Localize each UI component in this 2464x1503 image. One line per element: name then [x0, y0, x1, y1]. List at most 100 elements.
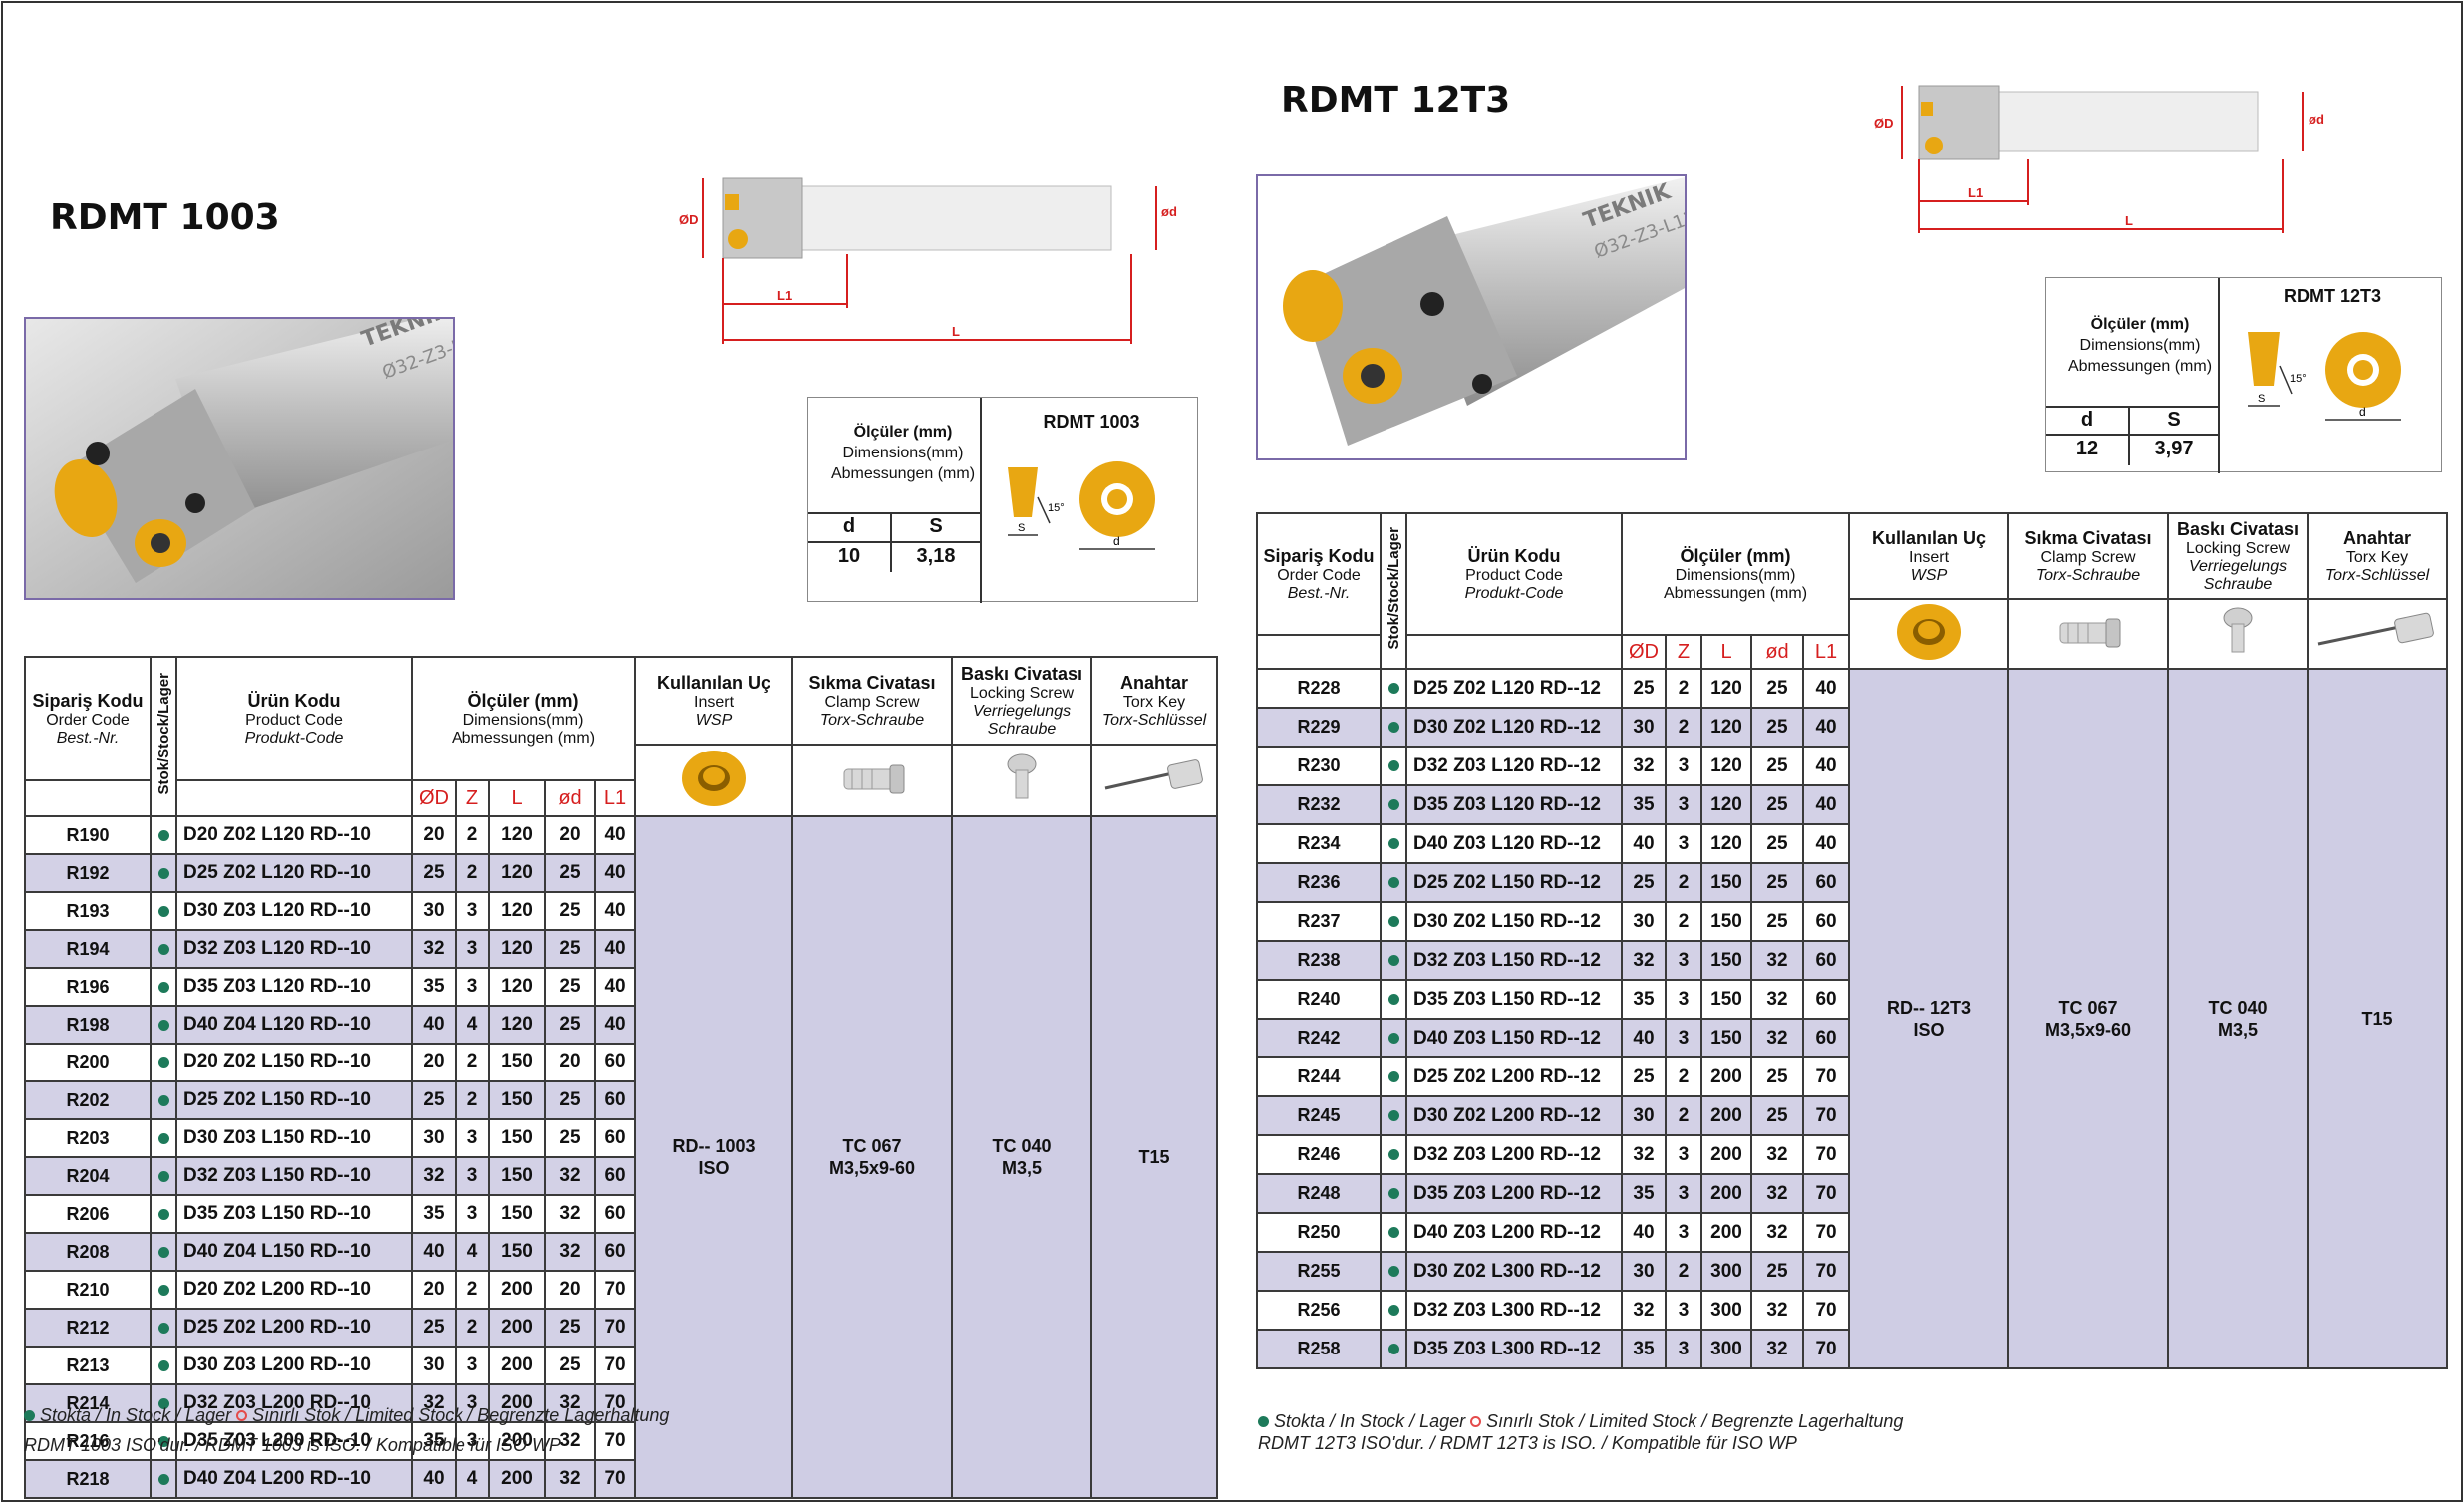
- stock-cell: [150, 1308, 177, 1348]
- dim-L1-cell: 60: [1801, 940, 1851, 981]
- dim-L1-cell: 70: [1801, 1329, 1851, 1369]
- dim-L-cell: 300: [1700, 1290, 1752, 1331]
- dim-od-cell: 32: [544, 1232, 596, 1272]
- spec-text: RD-- 12T3: [1887, 998, 1972, 1018]
- product-code-cell: D40 Z04 L150 RD--10: [175, 1232, 413, 1272]
- insert-icon: [1848, 598, 2010, 670]
- th-col-od: ød: [544, 779, 596, 817]
- in-stock-icon: [1387, 838, 1399, 849]
- stock-cell: [150, 853, 177, 893]
- dim-od-cell: 25: [544, 967, 596, 1007]
- dim-L1-cell: 70: [1801, 1212, 1851, 1253]
- spec-text: M3,5: [1002, 1158, 1043, 1178]
- product-code-cell: D32 Z03 L300 RD--12: [1405, 1290, 1623, 1331]
- dim-L1-cell: 60: [593, 1232, 637, 1272]
- dim-Z-cell: 3: [455, 967, 490, 1007]
- product-code-cell: D32 Z03 L200 RD--10: [175, 1383, 413, 1423]
- dim-L1-cell: 70: [1801, 1056, 1851, 1097]
- dim-L-cell: 200: [1700, 1095, 1752, 1136]
- dim-OD-cell: 40: [411, 1232, 457, 1272]
- th-torx-key: Anahtar Torx Key Torx-Schlüssel: [2307, 512, 2449, 600]
- order-code-cell: R194: [24, 929, 152, 969]
- order-code-cell: R237: [1256, 901, 1382, 942]
- stock-cell: [1380, 823, 1407, 864]
- dim-Z-cell: 3: [1665, 823, 1702, 864]
- dim-od-cell: 32: [1750, 1134, 1804, 1175]
- spec-dims-de: Abmessungen (mm): [830, 465, 976, 482]
- stock-legend-right: Stokta / In Stock / Lager Sınırlı Stok /…: [1258, 1411, 1903, 1432]
- dim-Z-cell: 3: [455, 1421, 490, 1461]
- th-col-OD: ØD: [1621, 634, 1667, 670]
- dim-Z-cell: 3: [1665, 1173, 1702, 1214]
- in-stock-icon: [1387, 916, 1399, 927]
- spec-text: M3,5: [2218, 1020, 2259, 1040]
- dim-L1-cell: 60: [1801, 1018, 1851, 1058]
- th-product-code: Ürün Kodu Product Code Produkt-Code: [175, 656, 413, 781]
- product-code-cell: D40 Z04 L200 RD--10: [175, 1459, 413, 1499]
- dim-Z-cell: 3: [1665, 1290, 1702, 1331]
- th-col-L: L: [1700, 634, 1752, 670]
- spec-text: TC 067: [842, 1136, 902, 1156]
- order-code-cell: R202: [24, 1080, 152, 1120]
- order-code-cell: R212: [24, 1308, 152, 1348]
- order-code-cell: R206: [24, 1194, 152, 1234]
- dim-OD-cell: 25: [411, 1308, 457, 1348]
- order-code-cell: R216: [24, 1421, 152, 1461]
- product-code-cell: D35 Z03 L120 RD--12: [1405, 784, 1623, 825]
- stock-cell: [150, 1232, 177, 1272]
- label-OD: ØD: [679, 212, 699, 227]
- in-stock-icon: [157, 1170, 169, 1182]
- th-order-code: Sipariş Kodu Order Code Best.-Nr.: [24, 656, 152, 781]
- dim-Z-cell: 3: [1665, 979, 1702, 1020]
- stock-cell: [1380, 862, 1407, 903]
- dim-L1-cell: 70: [593, 1308, 637, 1348]
- stock-cell: [150, 1383, 177, 1423]
- in-stock-icon: [157, 1284, 169, 1296]
- dim-od-cell: 32: [544, 1156, 596, 1196]
- torx-key-spec-cell: T15: [2307, 668, 2449, 1369]
- dim-L-cell: 150: [488, 1156, 546, 1196]
- in-stock-icon: [24, 1410, 35, 1421]
- dim-od-cell: 25: [1750, 1095, 1804, 1136]
- stock-cell: [150, 1080, 177, 1120]
- dim-L1-cell: 40: [1801, 784, 1851, 825]
- stock-cell: [150, 1459, 177, 1499]
- dim-od-cell: 32: [1750, 1290, 1804, 1331]
- stock-cell: [1380, 940, 1407, 981]
- th-product-blank: [175, 779, 413, 817]
- dim-OD-cell: 30: [411, 1346, 457, 1385]
- th-stock: Stok/Stock/Lager: [1380, 512, 1407, 670]
- in-stock-icon: [1387, 1305, 1399, 1316]
- order-code-cell: R228: [1256, 668, 1382, 709]
- stock-cell: [150, 1043, 177, 1082]
- th-order-code: Sipariş Kodu Order Code Best.-Nr.: [1256, 512, 1382, 636]
- th-col-od: ød: [1750, 634, 1804, 670]
- in-stock-icon: [1387, 799, 1399, 810]
- dim-od-cell: 20: [544, 1043, 596, 1082]
- dim-Z-cell: 2: [455, 853, 490, 893]
- locking-screw-icon: [951, 744, 1093, 817]
- stock-cell: [1380, 746, 1407, 786]
- dim-OD-cell: 20: [411, 1270, 457, 1310]
- product-table-rdmt-1003: Sipariş Kodu Order Code Best.-Nr. Stok/S…: [24, 656, 1219, 1499]
- label-L: L: [952, 324, 960, 339]
- dim-od-cell: 25: [1750, 1056, 1804, 1097]
- label-L1: L1: [777, 288, 792, 303]
- dim-L-cell: 150: [488, 1194, 546, 1234]
- dim-OD-cell: 25: [1621, 668, 1667, 709]
- product-code-cell: D30 Z02 L120 RD--12: [1405, 707, 1623, 748]
- product-code-cell: D25 Z02 L150 RD--12: [1405, 862, 1623, 903]
